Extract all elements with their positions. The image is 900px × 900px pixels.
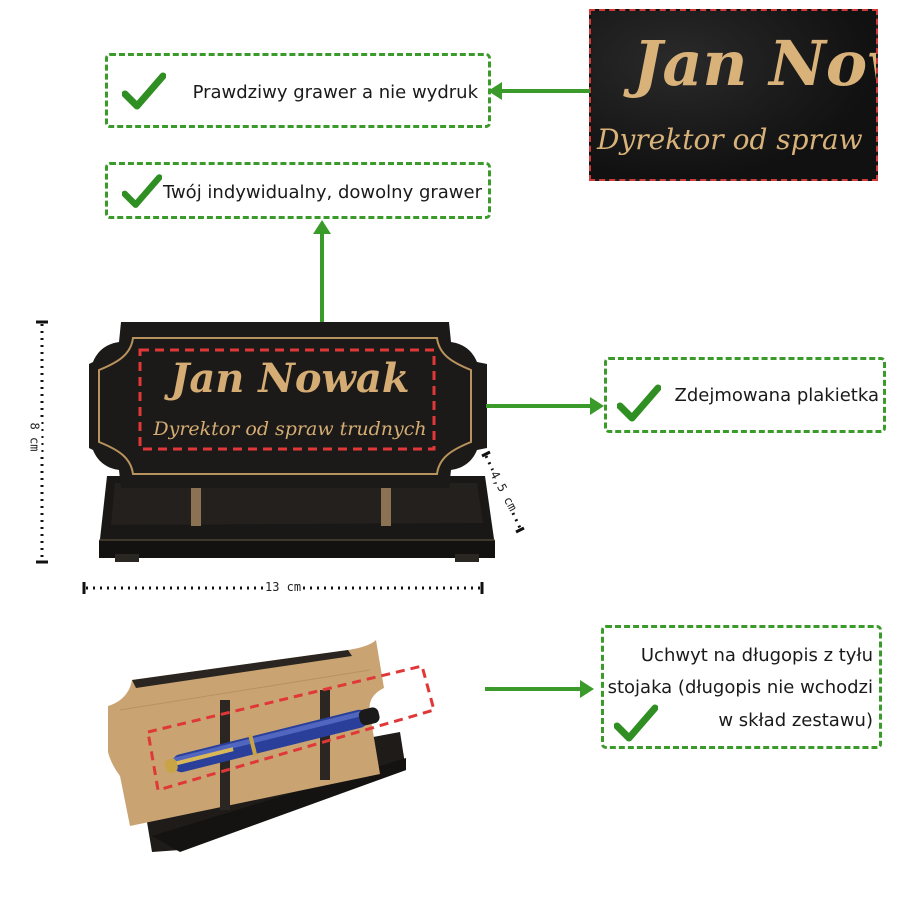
callout-pen-holder: Uchwyt na długopis z tyłu stojaka (długo… xyxy=(601,625,882,749)
closeup-name-text: Jan Now xyxy=(633,27,876,100)
checkmark-icon xyxy=(614,704,658,742)
arrow-head xyxy=(488,82,502,100)
callout-pen-holder-line2: stojaka (długopis nie wchodzi xyxy=(607,677,873,698)
callout-pen-holder-line3: w skład zestawu) xyxy=(718,710,873,731)
checkmark-icon xyxy=(617,384,661,422)
callout-removable-plate: Zdejmowana plakietka xyxy=(604,357,886,433)
callout-custom-engraving-text: Twój indywidualny, dowolny grawer xyxy=(162,182,482,203)
product-back-photo xyxy=(108,640,436,852)
engraving-closeup-image: Jan Now Dyrektor od spraw xyxy=(589,9,878,181)
checkmark-icon xyxy=(122,72,166,110)
product-front-photo xyxy=(89,322,495,562)
plaque-title-text: Dyrektor od spraw trudnych xyxy=(153,418,427,440)
arrow-head xyxy=(580,680,594,698)
height-dimension-line xyxy=(36,320,48,564)
callout-real-engraving-text: Prawdziwy grawer a nie wydruk xyxy=(192,82,478,103)
height-dimension-label: 8 cm xyxy=(27,420,42,454)
depth-dimension-line xyxy=(481,450,525,534)
callout-real-engraving: Prawdziwy grawer a nie wydruk xyxy=(105,53,491,128)
callout-removable-plate-text: Zdejmowana plakietka xyxy=(674,385,879,406)
arrow-head xyxy=(313,220,331,234)
arrow-line xyxy=(320,232,324,350)
plaque-name-text: Jan Nowak xyxy=(170,355,410,402)
callout-pen-holder-line1: Uchwyt na długopis z tyłu xyxy=(640,645,873,666)
checkmark-icon xyxy=(122,174,162,208)
arrow-line xyxy=(486,404,592,408)
callout-custom-engraving: Twój indywidualny, dowolny grawer xyxy=(105,162,491,219)
width-dimension-label: 13 cm xyxy=(263,580,304,594)
arrow-head xyxy=(590,397,604,415)
closeup-title-text: Dyrektor od spraw xyxy=(597,123,863,156)
arrow-line xyxy=(485,687,581,691)
arrow-line xyxy=(500,89,590,93)
